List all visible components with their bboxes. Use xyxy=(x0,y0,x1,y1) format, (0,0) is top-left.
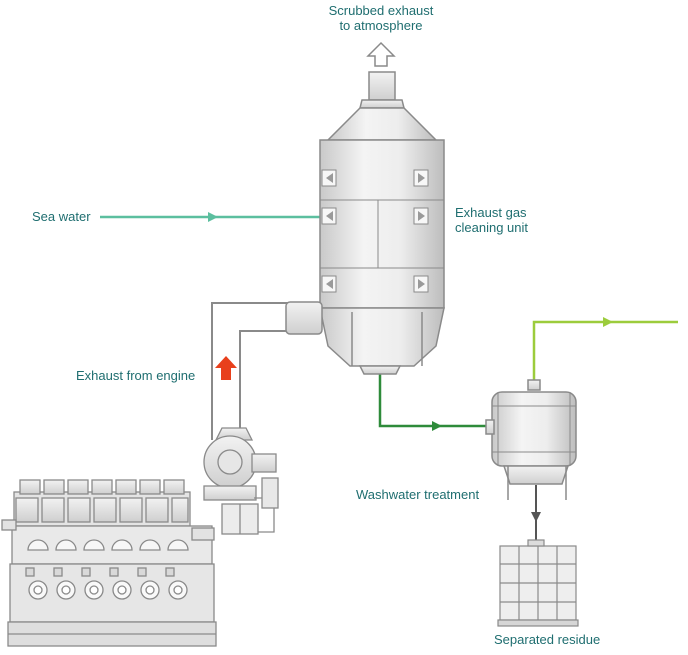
hollow-up-arrow-icon xyxy=(366,41,396,67)
sea-water-arrow-icon xyxy=(208,212,218,222)
scrubbed-exhaust-label: Scrubbed exhaust to atmosphere xyxy=(328,3,434,33)
washwater-treatment-label: Washwater treatment xyxy=(356,487,480,502)
residue-tank xyxy=(497,539,579,627)
washwater-arrow-icon xyxy=(432,421,442,431)
treated-outlet-line xyxy=(532,317,678,380)
exhaust-gas-cleaning-unit xyxy=(285,71,445,375)
washwater-line xyxy=(378,372,492,431)
exhaust-from-engine-label: Exhaust from engine xyxy=(76,368,196,383)
sea-water-label: Sea water xyxy=(32,209,91,224)
residue-arrow-icon xyxy=(531,512,541,522)
engine-exhaust-up-arrow-icon xyxy=(215,356,237,380)
residue-line xyxy=(531,485,541,540)
sea-water-line xyxy=(100,212,320,222)
separated-residue-label: Separated residue xyxy=(494,632,601,647)
cleaning-unit-label: Exhaust gas cleaning unit xyxy=(455,205,528,235)
washwater-treatment-unit xyxy=(485,379,577,500)
marine-engine xyxy=(1,427,279,647)
exhaust-duct xyxy=(211,302,292,440)
outlet-arrow-icon xyxy=(603,317,613,327)
